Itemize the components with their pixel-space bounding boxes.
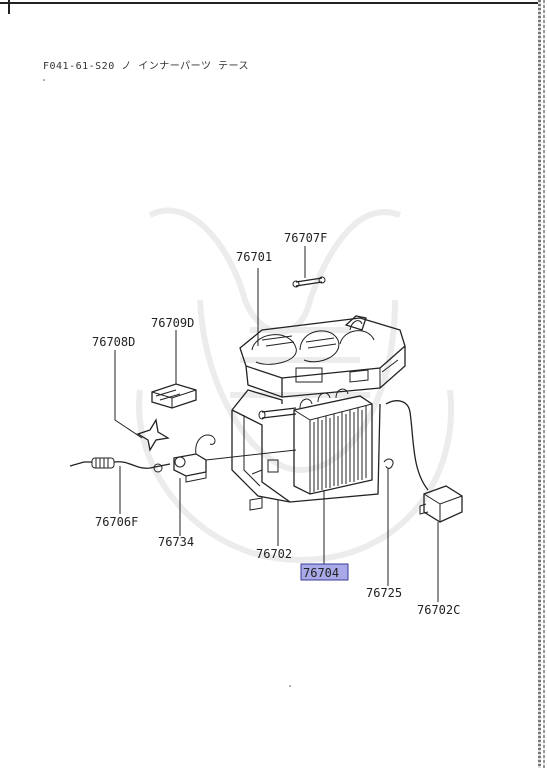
- top-border-line: [0, 2, 540, 4]
- pad-76709D: [151, 383, 197, 409]
- heater-case-lower-76702: [231, 389, 381, 511]
- right-scan-edge: [538, 0, 541, 768]
- callout-76734[interactable]: 76734: [158, 535, 194, 549]
- rod-76707F: [292, 276, 326, 288]
- callout-76702C[interactable]: 76702C: [417, 603, 460, 617]
- callout-76707F[interactable]: 76707F: [284, 231, 327, 245]
- highlight-box-76704: [300, 563, 349, 581]
- right-scan-edge-outer: [543, 0, 545, 768]
- top-left-tick-mark: [8, 0, 10, 14]
- callout-76706F[interactable]: 76706F: [95, 515, 138, 529]
- control-cable-76706F: [69, 457, 171, 473]
- scan-dot: [43, 79, 45, 81]
- exploded-parts-diagram: 76707F 76701 76709D 76708D 76706F 76734 …: [43, 79, 463, 687]
- scan-dot: [289, 685, 291, 687]
- heater-core-76704: [258, 388, 373, 495]
- callout-76725[interactable]: 76725: [366, 586, 402, 600]
- callout-76702[interactable]: 76702: [256, 547, 292, 561]
- samurai-helmet-watermark-icon: [136, 207, 455, 564]
- callout-76709D[interactable]: 76709D: [151, 316, 194, 330]
- callout-76701[interactable]: 76701: [236, 250, 272, 264]
- clip-76725: [383, 458, 394, 469]
- diagram-header-code: F041-61-S20 ノ インナーパーツ テース: [43, 61, 249, 72]
- valve-76734: [173, 434, 297, 483]
- water-valve-hose-76702C: [385, 400, 463, 523]
- heater-unit-housing-76701: [239, 315, 406, 398]
- callout-76708D[interactable]: 76708D: [92, 335, 135, 349]
- leader-lines: [114, 246, 439, 602]
- callout-76704[interactable]: 76704: [303, 566, 339, 580]
- star-clip-76708D: [136, 418, 170, 452]
